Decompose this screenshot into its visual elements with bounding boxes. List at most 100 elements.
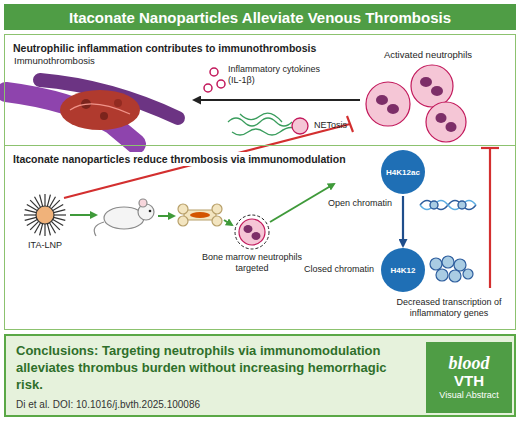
net-strands-part [240,113,282,122]
histone-label: H4K12 [391,266,416,275]
flow-arrows-part [70,214,96,216]
inhibition-lines-part [481,147,499,149]
mouse-figure-part [94,222,104,236]
neutrophil-cells-part-part [446,122,457,132]
bone-figure-part [178,204,188,214]
promotes-arrow [194,99,360,101]
citation-text: Di et al. DOI: 10.1016/j.bvth.2025.10008… [16,399,414,410]
neutrophil-cells-part-part [431,86,443,96]
lnp-sphere [24,194,66,236]
neutrophil-cells-part [426,102,466,142]
thrombus-vessel-part [100,112,108,120]
header-bar: Itaconate Nanoparticles Alleviate Venous… [4,4,516,30]
open-chromatin-part [458,201,466,209]
figure-label: Activated neutrophils [372,49,484,60]
bone-figure [178,204,222,226]
lnp-sphere-part [54,214,66,215]
section-heading: Itaconate nanoparticles reduce thrombosi… [11,152,348,166]
conclusion-box: Conclusions: Targeting neutrophils via i… [4,334,516,417]
section-heading: Neutrophilic inflammation contributes to… [11,41,318,55]
neutrophil-cells [366,65,466,142]
mouse-figure-part [149,210,152,213]
cytokine-dots-part [217,80,225,88]
flow-arrows-part [224,220,232,225]
flow-arrows-part [158,215,174,217]
lnp-sphere-part [40,224,43,236]
logo-text: blood [448,354,489,373]
thrombus-vessel-part [60,90,140,130]
figure-label: Closed chromatin [286,264,374,275]
lnp-sphere-part [44,194,45,206]
lnp-sphere-part [54,217,66,220]
flow-arrows-part [270,184,334,222]
closed-chromatin-part [454,259,466,271]
figure-label: Open chromatin [300,198,392,209]
histone-mark: H4K12ac [381,150,425,194]
thrombus-vessel-part [70,104,130,114]
figure-label: NETosis [314,120,358,131]
inhibition-lines-part [347,116,353,132]
net-strands-part [232,128,294,136]
title-text: Itaconate Nanoparticles Alleviate Venous… [69,9,451,26]
lnp-sphere-part [44,224,45,236]
neutrophil-cells-part-part [436,113,447,123]
journal-logo: bloodVTHVisual Abstract [426,342,512,413]
process-arrow [402,196,404,246]
lnp-sphere-part [25,210,37,213]
conclusion-text: Conclusions: Targeting neutrophils via i… [16,343,414,394]
neutrophil-cells-part-part [420,77,432,87]
open-chromatin-part [430,201,438,209]
inhibition-lines [64,116,499,288]
neutrophil-cells-part [376,77,457,132]
histone-mark: H4K12 [381,248,425,292]
figure-label: Immunothrombosis [14,55,124,66]
neutrophil-cells-part-part [376,95,388,105]
closed-chromatin-part [463,269,473,279]
cytokine-dots [204,68,225,92]
figure-label: Bone marrow neutrophils targeted [196,252,308,274]
closed-chromatin-part [449,270,461,282]
lnp-sphere-part [54,210,66,213]
closed-chromatin [430,256,473,282]
targeted-neutrophil-part [235,215,269,249]
net-strands [228,113,308,135]
net-strands-part [292,118,308,134]
logo-text: VTH [454,373,484,390]
lnp-sphere-part [47,224,50,236]
targeted-neutrophil-part [252,232,261,240]
open-chromatin-part [420,201,476,210]
mouse-figure [94,199,154,236]
targeted-neutrophil-part [244,225,253,233]
lnp-sphere-part [25,217,37,220]
neutrophil-cells-part [366,82,410,126]
thrombus-vessel [6,80,178,144]
open-chromatin [420,201,476,210]
lnp-sphere-part [47,195,50,207]
bone-figure-part [178,216,188,226]
histone-label: H4K12ac [386,168,420,177]
lnp-sphere-part [24,214,36,215]
bone-figure-part [184,210,216,220]
figure-label: ITA-LNP [15,240,75,251]
inhibition-lines-part [489,148,491,288]
targeted-neutrophil [235,215,269,249]
net-strands-part [228,118,292,126]
closed-chromatin-part [442,256,454,268]
targeted-neutrophil-part [239,219,265,245]
bone-figure-part [212,216,222,226]
bone-figure-part [212,204,222,214]
cytokine-dots-part [204,84,212,92]
logo-text: Visual Abstract [439,390,498,401]
lnp-sphere-part [40,195,43,207]
bone-figure-part [190,212,210,218]
lnp-sphere-part [53,205,63,211]
closed-chromatin-part [430,258,442,270]
cytokine-dots-part [210,68,218,76]
lnp-sphere-part [27,220,37,226]
neutrophil-cells-part-part [387,104,399,114]
lnp-sphere-part [36,206,54,224]
neutrophil-cells-part [411,65,453,107]
lnp-sphere-part [35,197,41,207]
figure-label: Inflammatory cytokines (IL-1β) [228,64,328,86]
